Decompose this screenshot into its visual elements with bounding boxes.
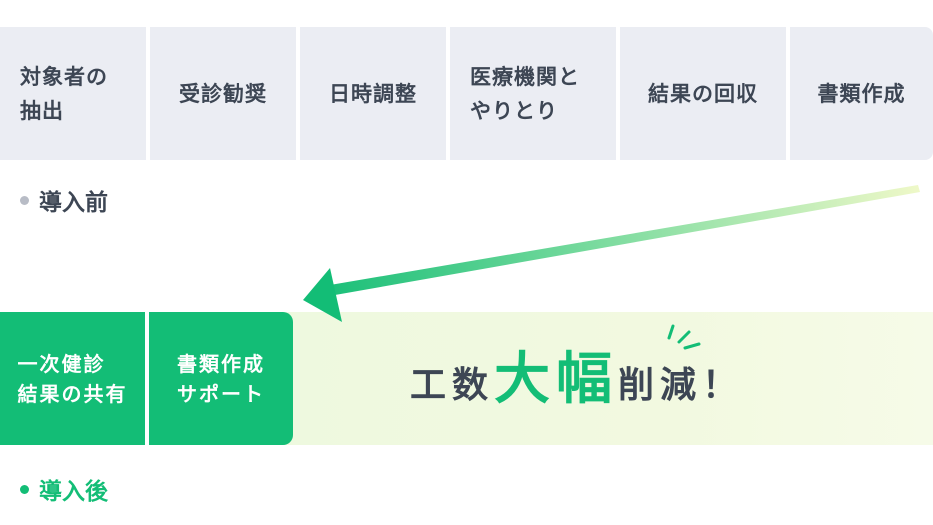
before-step-3: 日時調整: [300, 27, 446, 160]
result-band: [270, 312, 933, 445]
before-step-2: 受診勧奨: [150, 27, 296, 160]
headline-emphasis: 大幅: [494, 347, 619, 412]
after-label: 導入後: [20, 472, 108, 506]
before-step-4: 医療機関と やりとり: [450, 27, 616, 160]
before-step-6: 書類作成: [790, 27, 933, 160]
bullet-icon: [20, 195, 29, 205]
headline-part3: 削減！: [618, 365, 745, 406]
sparkle-icon: [667, 324, 701, 350]
after-step-2: 書類作成 サポート: [149, 312, 293, 445]
before-label: 導入前: [20, 183, 108, 217]
headline: 工数 大幅 削減！: [410, 350, 744, 410]
bullet-icon: [20, 484, 29, 494]
headline-part1: 工数: [410, 365, 495, 406]
after-step-1: 一次健診 結果の共有: [0, 312, 145, 445]
before-label-text: 導入前: [39, 190, 108, 216]
before-step-5: 結果の回収: [620, 27, 786, 160]
before-step-1: 対象者の 抽出: [0, 27, 146, 160]
after-label-text: 導入後: [39, 479, 108, 505]
